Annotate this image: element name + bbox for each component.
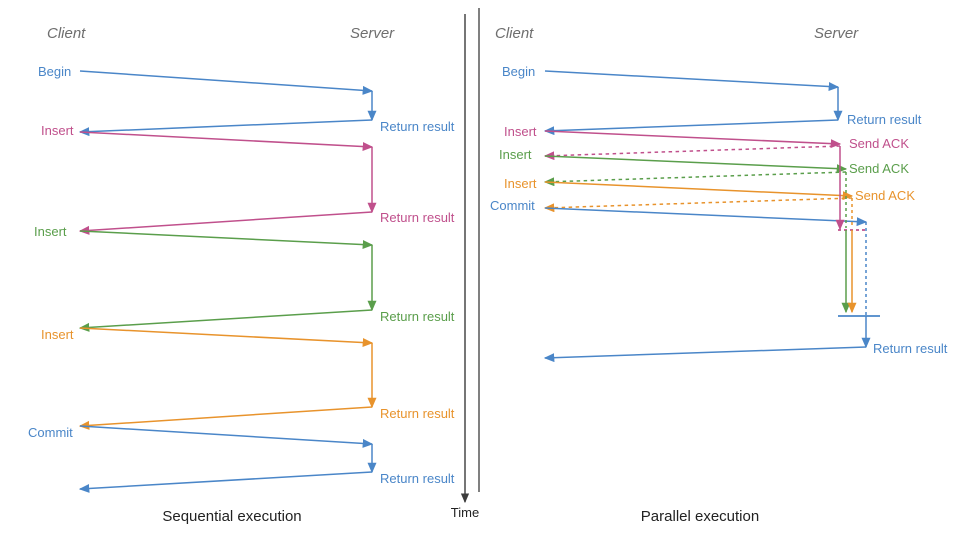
message-label-seq-begin-return: Return result: [380, 119, 455, 134]
message-label-seq-insert2: Insert: [34, 224, 67, 239]
message-label-par-insert2-ack: Send ACK: [849, 161, 909, 176]
message-seq-commit: Commit: [28, 425, 374, 448]
message-line-par-insert1-ack: [543, 145, 841, 161]
message-label-seq-insert1: Insert: [41, 123, 74, 138]
message-line-seq-insert1: [79, 131, 374, 152]
message-par-begin-return: Return result: [543, 112, 922, 136]
message-seq-begin: Begin: [38, 64, 374, 95]
panel-caption-parallel: Parallel execution: [641, 508, 759, 525]
message-line-par-commit: [544, 207, 868, 227]
message-label-seq-commit-return: Return result: [380, 471, 455, 486]
message-seq-insert3-return: Return result: [78, 406, 455, 430]
actor-label-client: Client: [495, 25, 534, 42]
message-line-par-insert3-ack: [543, 197, 853, 213]
message-label-par-commit: Commit: [490, 198, 535, 213]
message-label-par-insert3: Insert: [504, 176, 537, 191]
message-line-seq-insert1-return: [78, 211, 373, 235]
message-label-seq-insert1-return: Return result: [380, 210, 455, 225]
message-line-par-begin-return: [543, 119, 839, 136]
message-line-seq-insert3: [79, 327, 374, 348]
message-label-seq-begin: Begin: [38, 64, 71, 79]
message-seq-insert2-return: Return result: [78, 309, 455, 332]
message-line-seq-begin-return: [78, 119, 373, 137]
message-line-seq-begin: [79, 70, 374, 95]
message-label-par-insert1: Insert: [504, 124, 537, 139]
message-label-par-commit-return: Return result: [873, 341, 948, 356]
message-par-insert3-ack: Send ACK: [543, 188, 915, 213]
message-line-seq-commit-return: [78, 471, 373, 493]
message-label-seq-insert3-return: Return result: [380, 406, 455, 421]
message-par-insert1: Insert: [504, 124, 842, 149]
message-seq-insert2: Insert: [34, 224, 374, 250]
message-label-seq-insert2-return: Return result: [380, 309, 455, 324]
message-par-insert3: Insert: [504, 176, 854, 201]
message-line-par-insert3: [544, 181, 854, 201]
message-label-seq-insert3: Insert: [41, 327, 74, 342]
message-line-par-insert2: [544, 155, 848, 174]
message-label-par-insert3-ack: Send ACK: [855, 188, 915, 203]
message-par-commit: Commit: [490, 198, 868, 227]
message-line-seq-insert2: [79, 230, 374, 250]
message-line-seq-insert3-return: [78, 406, 373, 430]
message-seq-begin-return: Return result: [78, 119, 455, 137]
actor-label-server: Server: [814, 25, 859, 42]
message-line-par-begin: [544, 70, 840, 91]
panel-caption-sequential: Sequential execution: [162, 508, 301, 525]
actor-label-server: Server: [350, 25, 395, 42]
message-par-insert2-ack: Send ACK: [543, 161, 909, 187]
message-par-insert2: Insert: [499, 147, 848, 174]
message-line-par-insert1: [544, 130, 842, 149]
message-line-par-insert2-ack: [543, 171, 847, 187]
message-seq-commit-return: Return result: [78, 471, 455, 493]
message-line-seq-commit: [79, 425, 374, 448]
message-line-seq-insert2-return: [78, 309, 373, 332]
message-par-begin: Begin: [502, 64, 840, 91]
actor-label-client: Client: [47, 25, 86, 42]
message-seq-insert1: Insert: [41, 123, 374, 152]
message-par-commit-return: Return result: [543, 341, 948, 363]
message-par-insert1-ack: Send ACK: [543, 136, 909, 161]
time-axis-label: Time: [451, 505, 479, 520]
message-label-par-begin-return: Return result: [847, 112, 922, 127]
message-seq-insert1-return: Return result: [78, 210, 455, 235]
message-label-par-insert2: Insert: [499, 147, 532, 162]
message-label-par-begin: Begin: [502, 64, 535, 79]
message-seq-insert3: Insert: [41, 327, 374, 348]
message-label-par-insert1-ack: Send ACK: [849, 136, 909, 151]
message-label-seq-commit: Commit: [28, 425, 73, 440]
message-line-par-commit-return: [543, 346, 867, 363]
time-axis-layer: Time: [451, 14, 479, 520]
